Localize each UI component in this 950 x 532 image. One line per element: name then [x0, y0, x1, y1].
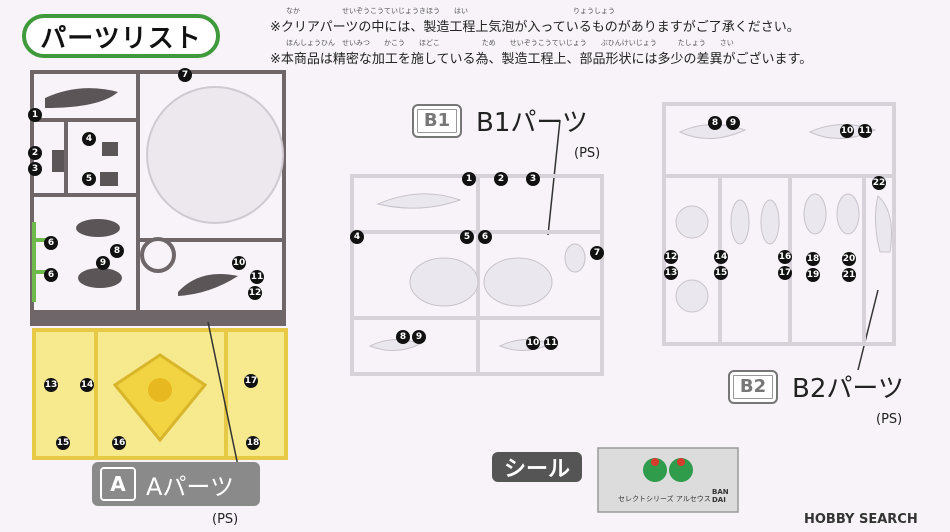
part-b2-20: [836, 193, 860, 235]
part-b2-22: [874, 195, 892, 253]
part-number-marker: 10: [526, 336, 540, 350]
part-b1-1: [376, 193, 462, 209]
part-a5: [100, 172, 118, 186]
part-a16-core: [148, 378, 172, 402]
part-number-marker: 11: [858, 124, 872, 138]
part-number-marker: 5: [460, 230, 474, 244]
part-number-marker: 1: [462, 172, 476, 186]
part-number-marker: 14: [80, 378, 94, 392]
part-a7: [146, 86, 284, 224]
part-a1: [45, 88, 118, 108]
sheet-b1-label: B1 B1パーツ: [412, 102, 588, 139]
sheet-a-title: Aパーツ: [146, 472, 234, 501]
part-number-marker: 5: [82, 172, 96, 186]
part-number-marker: 16: [112, 436, 126, 450]
part-number-marker: 7: [178, 68, 192, 82]
sheet-b1-material: (PS): [574, 146, 601, 161]
runner-a-bar: [30, 310, 286, 326]
part-number-marker: 22: [872, 176, 886, 190]
part-b1-6: [483, 257, 553, 307]
part-number-marker: 17: [778, 266, 792, 280]
sheet-b1-code: B1: [412, 103, 462, 138]
sheet-b2-label: B2 B2パーツ: [728, 368, 904, 405]
part-b2-18: [803, 193, 827, 235]
sheet-a-code: A: [100, 467, 136, 501]
part-number-marker: 7: [590, 246, 604, 260]
part-number-marker: 3: [28, 162, 42, 176]
part-number-marker: 3: [526, 172, 540, 186]
part-number-marker: 4: [350, 230, 364, 244]
part-number-marker: 9: [726, 116, 740, 130]
part-a2: [52, 150, 64, 172]
part-number-marker: 8: [396, 330, 410, 344]
part-number-marker: 12: [664, 250, 678, 264]
part-number-marker: 13: [44, 378, 58, 392]
part-number-marker: 11: [544, 336, 558, 350]
part-number-marker: 1: [28, 108, 42, 122]
part-a4: [102, 142, 118, 156]
part-a10: [178, 274, 238, 296]
part-number-marker: 13: [664, 266, 678, 280]
seal-eye-right: [669, 458, 693, 482]
part-number-marker: 18: [246, 436, 260, 450]
part-number-marker: 10: [232, 256, 246, 270]
seal-label: シール: [492, 452, 582, 482]
part-number-marker: 15: [714, 266, 728, 280]
seal-brand-logo: BAN DAI: [712, 488, 729, 504]
part-number-marker: 14: [714, 250, 728, 264]
notice-ruby-2: ほんしょうひん せいみつ かこう ほどこ ため せいぞうこうていじょう ぶひんけ…: [286, 39, 734, 47]
seal-sheet: [597, 447, 739, 513]
part-number-marker: 10: [840, 124, 854, 138]
part-number-marker: 19: [806, 268, 820, 282]
footer-brand: HOBBY SEARCH: [804, 512, 918, 527]
part-b1-7: [564, 243, 586, 273]
part-a8: [76, 219, 120, 237]
notice-ruby-1: なか せいぞうこうていじょうきほう はい りょうしょう: [286, 7, 615, 15]
part-number-marker: 6: [44, 268, 58, 282]
part-number-marker: 6: [478, 230, 492, 244]
part-number-marker: 2: [28, 146, 42, 160]
page-title: パーツリスト: [22, 14, 220, 58]
runner-a-ring: [140, 237, 176, 273]
sheet-b1-title: B1パーツ: [476, 108, 588, 138]
part-number-marker: 8: [708, 116, 722, 130]
part-b2-14: [730, 199, 750, 245]
part-b2-16: [760, 199, 780, 245]
part-number-marker: 11: [250, 270, 264, 284]
part-number-marker: 17: [244, 374, 258, 388]
part-number-marker: 9: [412, 330, 426, 344]
part-number-marker: 21: [842, 268, 856, 282]
part-number-marker: 9: [96, 256, 110, 270]
part-number-marker: 6: [44, 236, 58, 250]
part-b1-10: [498, 339, 552, 351]
notice-line-1: ※クリアパーツの中には、製造工程上気泡が入っているものがありますがご了承ください…: [270, 20, 800, 35]
seal-eye-left: [643, 458, 667, 482]
part-number-marker: 18: [806, 252, 820, 266]
sheet-b2-material: (PS): [876, 412, 903, 427]
sheet-b2-title: B2パーツ: [792, 374, 904, 404]
part-b1-5: [409, 257, 479, 307]
part-b2-13: [675, 279, 709, 313]
sheet-a-label: A Aパーツ: [92, 462, 260, 506]
part-number-marker: 15: [56, 436, 70, 450]
part-number-marker: 20: [842, 252, 856, 266]
seal-caption: セレクトシリーズ アルセウス: [618, 495, 711, 503]
runner-a-green: [32, 222, 54, 302]
part-a9: [78, 268, 122, 288]
runner-a-yellow: [32, 328, 288, 460]
part-number-marker: 8: [110, 244, 124, 258]
part-number-marker: 16: [778, 250, 792, 264]
part-number-marker: 12: [248, 286, 262, 300]
notice-line-2: ※本商品は精密な加工を施している為、製造工程上、部品形状には多少の差異がございま…: [270, 52, 813, 67]
runner-b1: [350, 174, 604, 376]
part-number-marker: 4: [82, 132, 96, 146]
sheet-a-material: (PS): [212, 512, 239, 527]
sheet-b2-code: B2: [728, 369, 778, 404]
part-number-marker: 2: [494, 172, 508, 186]
part-b2-12: [675, 205, 709, 239]
